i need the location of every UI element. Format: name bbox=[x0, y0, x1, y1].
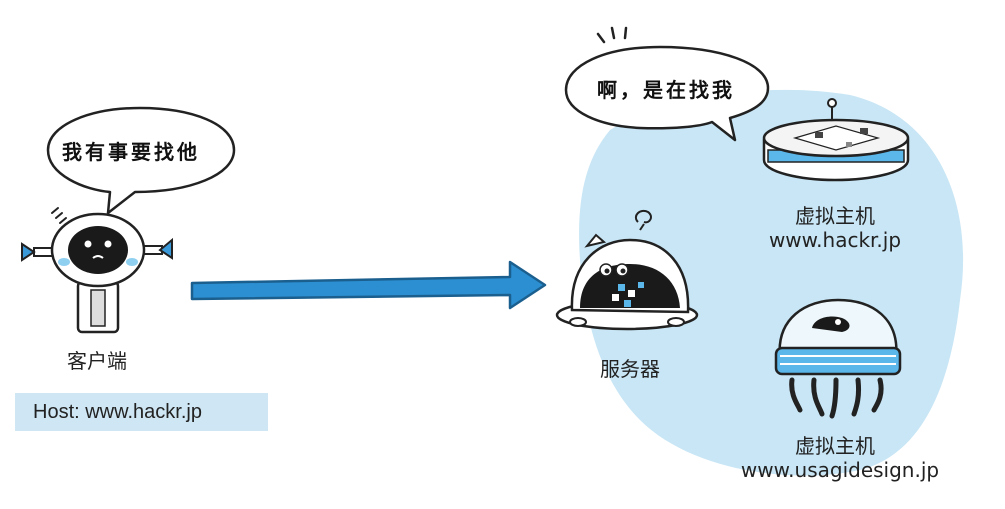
client-speech-text: 我有事要找他 bbox=[62, 140, 200, 164]
server-area-background bbox=[579, 89, 964, 476]
virtual-host-1-domain: www.hackr.jp bbox=[768, 228, 902, 252]
client-robot-illustration bbox=[21, 207, 173, 334]
server-robot-illustration bbox=[555, 210, 699, 331]
server-speech-bubble bbox=[564, 26, 770, 142]
host-header-box: Host: www.hackr.jp bbox=[15, 393, 268, 431]
virtual-host-station-illustration bbox=[762, 98, 910, 182]
virtual-host-2-domain: www.usagidesign.jp bbox=[740, 458, 940, 482]
request-arrow bbox=[190, 260, 547, 310]
virtual-host-2-label: 虚拟主机 bbox=[795, 434, 875, 458]
virtual-host-jellyfish-illustration bbox=[774, 298, 902, 419]
virtual-host-1-label: 虚拟主机 bbox=[795, 204, 875, 228]
server-speech-text: 啊，是在找我 bbox=[597, 78, 735, 102]
client-speech-bubble bbox=[46, 106, 236, 215]
client-label: 客户端 bbox=[67, 349, 127, 373]
server-label: 服务器 bbox=[600, 357, 660, 381]
